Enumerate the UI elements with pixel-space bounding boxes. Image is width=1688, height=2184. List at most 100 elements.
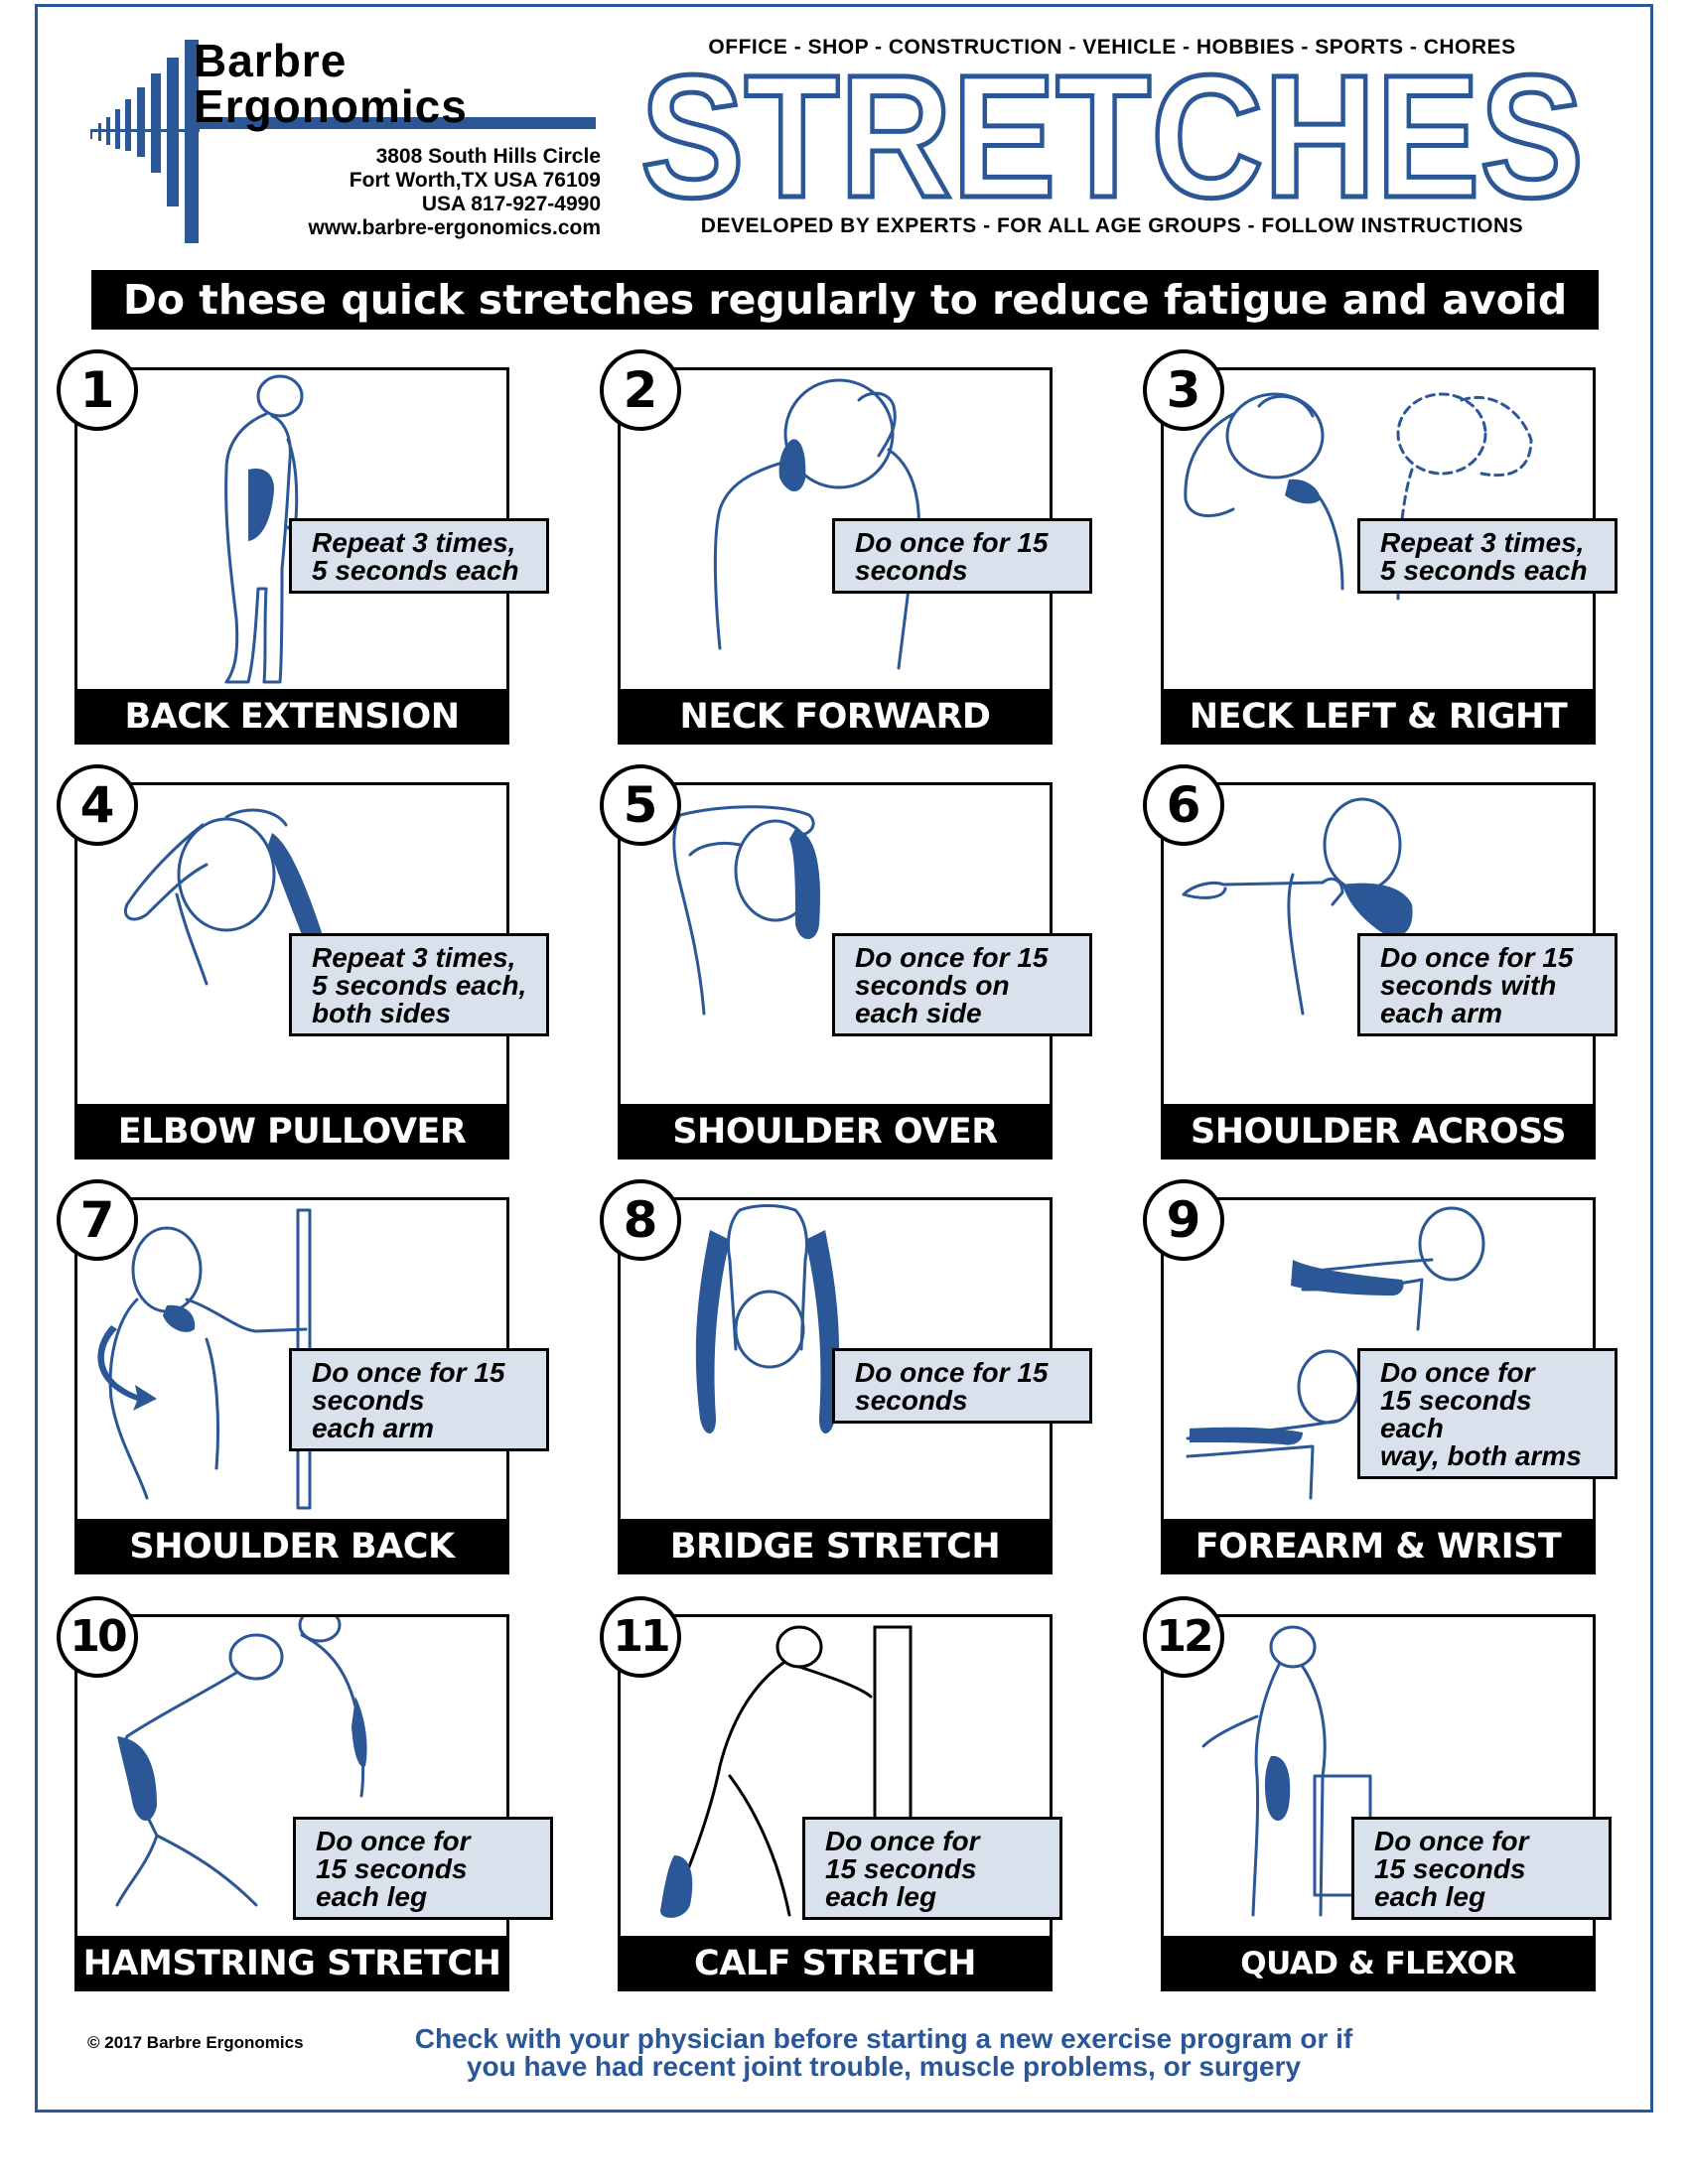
neck-forward-figure-icon <box>713 378 920 670</box>
bridge-stretch-figure-icon <box>695 1204 840 1433</box>
instruction-line: Repeat 3 times, <box>312 527 516 558</box>
address-city: Fort Worth,TX USA 76109 <box>349 169 601 192</box>
brand-address: 3808 South Hills Circle Fort Worth,TX US… <box>309 145 601 240</box>
disclaimer-line: you have had recent joint trouble, muscl… <box>466 2051 1302 2082</box>
stretch-instruction: Do once for 15 seconds each leg <box>802 1817 1062 1920</box>
stretch-card-1: 1 Repeat 3 times, 5 seconds each BACK EX… <box>57 349 549 747</box>
stretch-number: 5 <box>600 764 681 846</box>
address-website[interactable]: www.barbre-ergonomics.com <box>308 216 601 239</box>
instruction-line: Do once for <box>1374 1826 1529 1856</box>
stretch-number: 9 <box>1143 1179 1224 1261</box>
stretch-instruction: Repeat 3 times, 5 seconds each <box>289 518 549 594</box>
address-phone: USA 817-927-4990 <box>421 193 601 215</box>
stretch-instruction: Do once for 15 seconds each way, both ar… <box>1357 1348 1618 1479</box>
stretch-instruction: Do once for 15 seconds on each side <box>832 933 1092 1036</box>
instruction-line: each leg <box>825 1881 937 1912</box>
instruction-line: each leg <box>1374 1881 1486 1912</box>
stretch-label: FOREARM & WRIST <box>1161 1519 1596 1574</box>
instruction-line: each leg <box>316 1881 428 1912</box>
page-border <box>35 4 1653 2113</box>
instruction-line: Do once for <box>825 1826 980 1856</box>
stretch-label: SHOULDER ACROSS <box>1161 1104 1596 1160</box>
stretch-label: NECK FORWARD <box>618 689 1053 745</box>
stretch-number: 2 <box>600 349 681 431</box>
hamstring-stretch-figure-icon <box>115 1617 367 1907</box>
instruction-line: seconds <box>855 555 968 586</box>
categories-line: OFFICE - SHOP - CONSTRUCTION - VEHICLE -… <box>708 36 1516 59</box>
stretch-instruction: Do once for 15 seconds each leg <box>1351 1817 1612 1920</box>
stretch-instruction: Repeat 3 times, 5 seconds each <box>1357 518 1618 594</box>
stretch-card-3: 3 Repeat 3 times, 5 seconds each NECK LE… <box>1143 349 1621 747</box>
stretch-instruction: Do once for 15 seconds with each arm <box>1357 933 1618 1036</box>
stretch-card-4: 4 Repeat 3 times, 5 seconds each, both s… <box>57 764 549 1161</box>
tagline-line: DEVELOPED BY EXPERTS - FOR ALL AGE GROUP… <box>700 214 1524 237</box>
instruction-line: seconds with <box>1380 970 1557 1001</box>
stretch-label: SHOULDER OVER <box>618 1104 1053 1160</box>
stretch-label: HAMSTRING STRETCH <box>74 1936 509 1991</box>
shoulder-across-figure-icon <box>1182 797 1413 1016</box>
instruction-line: Do once for 15 <box>312 1357 505 1388</box>
instruction-line: each arm <box>1380 998 1502 1028</box>
stretches-title-text: STRETCHES <box>640 58 1584 216</box>
instruction-line: 15 seconds each <box>1380 1385 1532 1443</box>
stretch-number: 7 <box>57 1179 138 1261</box>
brand-name-line1: Barbre <box>194 35 348 86</box>
instruction-line: Repeat 3 times, <box>312 942 516 973</box>
instruction-line: way, both arms <box>1380 1440 1582 1471</box>
stretch-card-6: 6 Do once for 15 seconds with each arm S… <box>1143 764 1621 1161</box>
instruction-line: Do once for 15 <box>855 942 1049 973</box>
instruction-line: 15 seconds <box>316 1853 468 1884</box>
calf-stretch-figure-icon <box>660 1625 913 1918</box>
stretch-card-8: 8 Do once for 15 seconds BRIDGE STRETCH <box>600 1179 1092 1576</box>
stretch-card-frame <box>618 1614 1053 1991</box>
shoulder-over-figure-icon <box>672 805 820 1016</box>
stretch-label: BACK EXTENSION <box>74 689 509 745</box>
disclaimer-line: Check with your physician before startin… <box>414 2023 1353 2054</box>
address-street: 3808 South Hills Circle <box>375 145 601 168</box>
stretch-card-12: 12 Do once for 15 seconds each leg QUAD … <box>1143 1596 1621 2037</box>
instruction-line: seconds on <box>855 970 1010 1001</box>
forearm-wrist-figure-icon <box>1186 1206 1485 1500</box>
stretch-instruction: Do once for 15 seconds each leg <box>293 1817 553 1920</box>
stretch-number: 6 <box>1143 764 1224 846</box>
stretches-title: STRETCHES <box>638 58 1587 216</box>
stretch-instruction: Do once for 15 seconds each arm <box>289 1348 549 1451</box>
stretch-instruction: Do once for 15 seconds <box>832 518 1092 594</box>
barbre-logo-icon <box>90 40 596 243</box>
instruction-line: Do once for 15 <box>855 1357 1049 1388</box>
stretch-label: NECK LEFT & RIGHT <box>1161 689 1596 745</box>
stretch-card-7: 7 Do once for 15 seconds each arm SHOULD… <box>57 1179 549 1576</box>
stretch-card-2: 2 Do once for 15 seconds NECK FORWARD <box>600 349 1092 747</box>
stretch-number: 1 <box>57 349 138 431</box>
stretch-label: QUAD & FLEXOR STRETCH <box>1161 1936 1596 2037</box>
physician-disclaimer: Check with your physician before startin… <box>338 2025 1430 2081</box>
stretch-number: 8 <box>600 1179 681 1261</box>
stretch-card-5: 5 Do once for 15 seconds on each side SH… <box>600 764 1092 1161</box>
instruction-line: Do once for 15 <box>1380 942 1574 973</box>
instruction-line: Do once for <box>316 1826 471 1856</box>
instruction-line: 15 seconds <box>1374 1853 1526 1884</box>
stretch-instruction: Repeat 3 times, 5 seconds each, both sid… <box>289 933 549 1036</box>
stretch-label: BRIDGE STRETCH <box>618 1519 1053 1574</box>
stretch-card-10: 10 Do once for 15 seconds each leg HAMST… <box>57 1596 553 1993</box>
stretch-label: SHOULDER BACK <box>74 1519 509 1574</box>
stretch-card-9: 9 Do once for 15 seconds each way, both … <box>1143 1179 1621 1576</box>
copyright-text: © 2017 Barbre Ergonomics <box>87 2033 304 2052</box>
instruction-line: 5 seconds each, <box>312 970 527 1001</box>
stretch-instruction: Do once for 15 seconds <box>832 1348 1092 1424</box>
stretch-card-frame <box>1161 1614 1596 1991</box>
main-banner: Do these quick stretches regularly to re… <box>91 270 1599 383</box>
stretch-number: 11 <box>600 1596 681 1678</box>
stretch-number: 3 <box>1143 349 1224 431</box>
instruction-line: each arm <box>312 1413 434 1443</box>
instruction-line: both sides <box>312 998 452 1028</box>
instruction-line: 5 seconds each <box>312 555 519 586</box>
instruction-line: Do once for 15 <box>855 527 1049 558</box>
brand-logo: Barbre Ergonomics 3808 South Hills Circl… <box>84 34 601 247</box>
stretch-label: ELBOW PULLOVER <box>74 1104 509 1160</box>
stretch-card-11: 11 Do once for 15 seconds each leg CALF … <box>600 1596 1078 1993</box>
elbow-pullover-figure-icon <box>124 808 327 986</box>
instruction-line: each side <box>855 998 982 1028</box>
instruction-line: Do once for <box>1380 1357 1535 1388</box>
stretch-label: CALF STRETCH <box>618 1936 1053 1991</box>
